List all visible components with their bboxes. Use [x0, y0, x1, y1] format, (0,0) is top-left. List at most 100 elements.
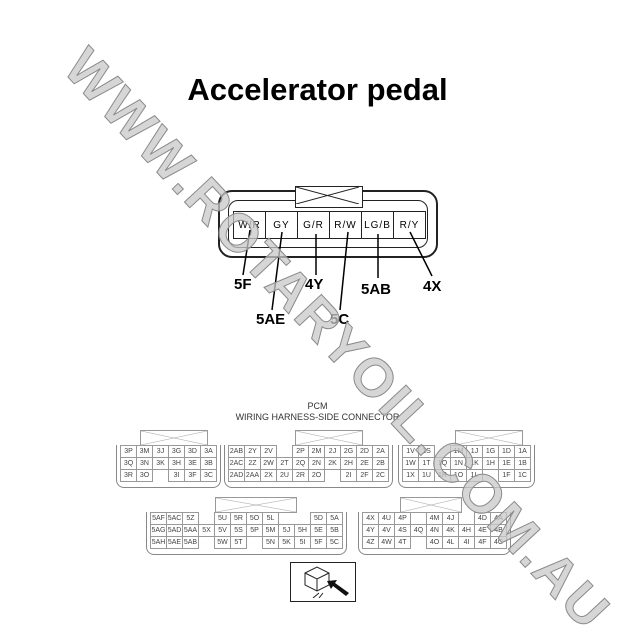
terminal-cell: 1E — [498, 457, 515, 470]
terminal-cell: 5AE — [166, 536, 183, 549]
terminal-cell — [153, 470, 169, 482]
terminal-cell: 5AA — [182, 524, 199, 537]
terminal-cell: 1L — [466, 469, 483, 482]
terminal-cell: 4K — [442, 524, 459, 537]
terminal-cell — [199, 537, 215, 549]
terminal-cell: 5V — [214, 524, 231, 537]
terminal-cell — [295, 513, 311, 525]
terminal-cell: 2AC — [228, 457, 245, 470]
terminal-cell — [411, 537, 427, 549]
terminal-cell: 2I — [340, 469, 357, 482]
terminal-cell: 5C — [326, 536, 343, 549]
terminal-cell: 3N — [136, 457, 153, 470]
terminal-cell: 3A — [200, 445, 217, 458]
terminal-cell: 1B — [514, 457, 531, 470]
terminal-cell: 2B — [372, 457, 389, 470]
pedal-pin: R/Y — [393, 211, 426, 239]
terminal-cell — [199, 513, 215, 525]
terminal-cell: 4Z — [362, 536, 379, 549]
terminal-cell: 2C — [372, 469, 389, 482]
terminal-cell — [279, 513, 295, 525]
terminal-cell: 2D — [356, 445, 373, 458]
terminal-cell: 2AA — [244, 469, 261, 482]
terminal-cell: 2W — [260, 457, 277, 470]
connector-2-hood — [295, 430, 363, 446]
terminal-cell: 2F — [356, 469, 373, 482]
terminal-cell: 2T — [276, 457, 293, 470]
terminal-cell: 5AG — [150, 524, 167, 537]
terminal-cell: 5F — [310, 536, 327, 549]
terminal-cell: 4L — [442, 536, 459, 549]
terminal-cell: 5K — [278, 536, 295, 549]
terminal-cell: 3F — [184, 469, 201, 482]
terminal-cell — [411, 513, 427, 525]
terminal-cell: 5AF — [150, 512, 167, 525]
terminal-cell: 4X — [362, 512, 379, 525]
terminal-cell: 3R — [120, 469, 137, 482]
terminal-cell: 4Q — [410, 524, 427, 537]
terminal-cell: 4T — [394, 536, 411, 549]
terminal-cell: 2X — [260, 469, 277, 482]
terminal-cell: 3K — [152, 457, 169, 470]
callout-4X: 4X — [423, 278, 442, 295]
terminal-cell: 4I — [458, 536, 475, 549]
terminal-cell: 2Z — [244, 457, 261, 470]
terminal-cell: 3B — [200, 457, 217, 470]
terminal-cell: 3E — [184, 457, 201, 470]
terminal-cell: 5D — [310, 512, 327, 525]
terminal-cell: 2H — [340, 457, 357, 470]
terminal-cell: 3C — [200, 469, 217, 482]
terminal-cell: 5S — [230, 524, 247, 537]
terminal-cell: 2O — [308, 469, 325, 482]
terminal-cell: 4V — [378, 524, 395, 537]
terminal-cell: 2N — [308, 457, 325, 470]
terminal-cell: 5H — [294, 524, 311, 537]
terminal-cell: 3M — [136, 445, 153, 458]
terminal-cell: 3Q — [120, 457, 137, 470]
terminal-cell: 2R — [292, 469, 309, 482]
callout-5C: 5C — [330, 311, 350, 328]
terminal-cell: 4C — [490, 536, 507, 549]
terminal-cell: 2G — [340, 445, 357, 458]
terminal-cell: 2Q — [292, 457, 309, 470]
terminal-cell: 1D — [498, 445, 515, 458]
callout-5AE: 5AE — [256, 311, 286, 328]
terminal-cell: 5I — [294, 536, 311, 549]
terminal-cell: 3G — [168, 445, 185, 458]
terminal-cell: 2AD — [228, 469, 245, 482]
terminal-cell: 5R — [230, 512, 247, 525]
terminal-cell: 2AB — [228, 445, 245, 458]
terminal-cell: 3D — [184, 445, 201, 458]
terminal-cell: 5M — [262, 524, 279, 537]
terminal-cell: 4J — [442, 512, 459, 525]
callout-4Y: 4Y — [305, 276, 324, 293]
terminal-cell: 5AH — [150, 536, 167, 549]
terminal-cell: 2P — [292, 445, 309, 458]
terminal-cell: 3H — [168, 457, 185, 470]
terminal-cell: 3J — [152, 445, 169, 458]
terminal-cell: 1C — [514, 469, 531, 482]
terminal-cell: 4W — [378, 536, 395, 549]
terminal-cell — [325, 470, 341, 482]
connector-view-icon — [290, 562, 356, 602]
terminal-cell: 4O — [426, 536, 443, 549]
terminal-cell: 5T — [230, 536, 247, 549]
terminal-cell: 1A — [514, 445, 531, 458]
